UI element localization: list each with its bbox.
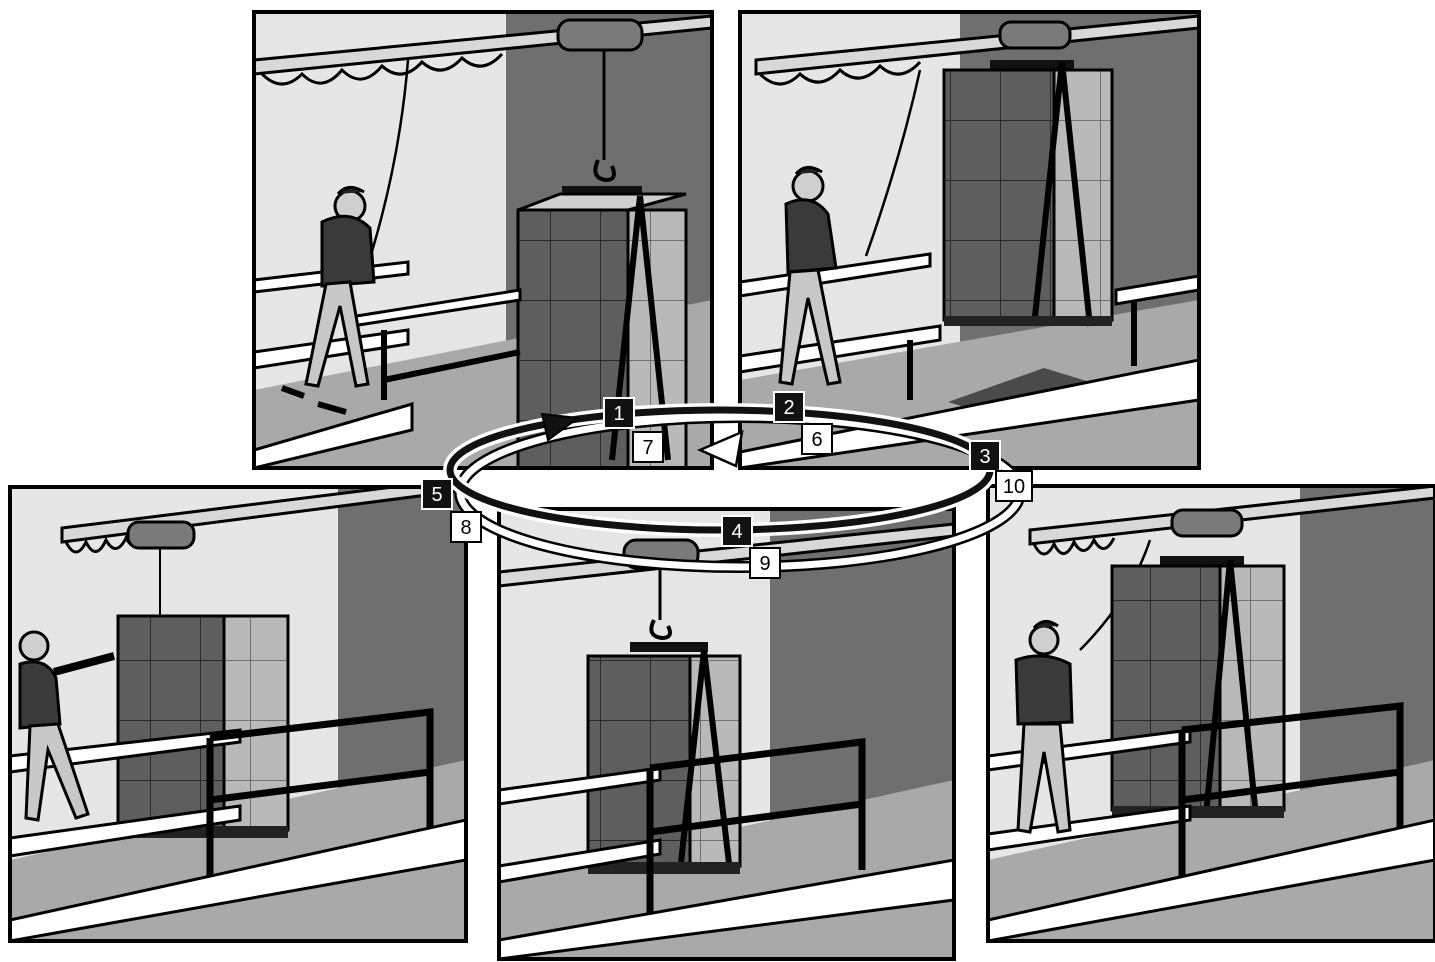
svg-text:4: 4	[731, 521, 742, 543]
svg-text:6: 6	[811, 429, 822, 451]
panel-bottom-right	[988, 486, 1435, 941]
panel-bottom-left	[10, 478, 466, 941]
step-label-8: 8	[451, 512, 481, 542]
svg-text:7: 7	[642, 437, 653, 459]
step-label-3: 3	[970, 441, 1000, 471]
panel-top-right	[740, 12, 1199, 468]
svg-text:8: 8	[460, 517, 471, 539]
step-label-10: 10	[996, 471, 1032, 501]
step-label-1: 1	[604, 398, 634, 428]
svg-text:9: 9	[759, 553, 770, 575]
step-label-4: 4	[722, 516, 752, 546]
panel-top-left	[254, 12, 712, 470]
step-label-7: 7	[633, 432, 663, 462]
svg-text:2: 2	[783, 397, 794, 419]
step-label-6: 6	[802, 424, 832, 454]
svg-text:3: 3	[979, 446, 990, 468]
svg-text:10: 10	[1003, 476, 1025, 498]
step-label-9: 9	[750, 548, 780, 578]
pallet-load-icon	[944, 62, 1112, 326]
svg-text:5: 5	[431, 484, 442, 506]
step-label-5: 5	[422, 479, 452, 509]
pallet-load-icon	[118, 616, 288, 838]
pallet-load-icon	[1112, 560, 1284, 818]
svg-text:1: 1	[613, 403, 624, 425]
step-label-2: 2	[774, 392, 804, 422]
panel-bottom-center	[499, 509, 954, 959]
